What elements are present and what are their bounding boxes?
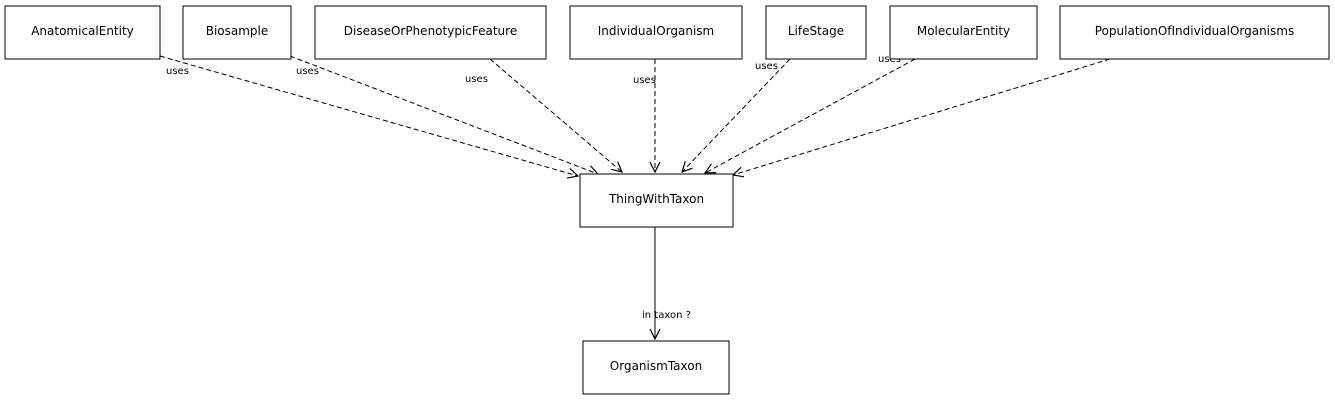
node-individual-organism[interactable]: IndividualOrganism [569,5,743,60]
edge-in-taxon: in taxon ? [642,227,691,339]
edge-uses-individual-organism: uses [633,59,656,172]
node-anatomical-entity[interactable]: AnatomicalEntity [4,5,161,60]
edge-label-in-taxon: in taxon ? [642,310,691,321]
node-label: OrganismTaxon [610,359,702,373]
edge-label-uses: uses [755,61,778,72]
edge-uses-anatomical-entity: uses [159,55,578,176]
edge-label-uses: uses [633,75,656,86]
node-label: Biosample [206,24,269,38]
edge-label-uses: uses [465,74,488,85]
node-label: MolecularEntity [917,24,1010,38]
node-label: PopulationOfIndividualOrganisms [1095,24,1294,38]
node-label: IndividualOrganism [598,24,714,38]
node-disease-or-phenotypic-feature[interactable]: DiseaseOrPhenotypicFeature [314,5,547,60]
edge-uses-disease-or-phenotypic-feature: uses [465,58,622,172]
node-label: ThingWithTaxon [608,192,704,206]
edge-label-uses: uses [878,54,901,65]
node-label: DiseaseOrPhenotypicFeature [344,24,517,38]
node-label: AnatomicalEntity [31,24,134,38]
node-population-of-individual-organisms[interactable]: PopulationOfIndividualOrganisms [1059,5,1330,60]
node-thing-with-taxon[interactable]: ThingWithTaxon [579,173,734,228]
edge-uses-molecular-entity: uses [705,54,916,173]
node-life-stage[interactable]: LifeStage [765,5,867,60]
node-molecular-entity[interactable]: MolecularEntity [889,5,1038,60]
edge-uses-biosample: uses [289,55,598,174]
node-organism-taxon[interactable]: OrganismTaxon [582,340,730,395]
edge-uses-population-of-individual-organisms: uses [733,49,1111,175]
node-label: LifeStage [788,24,844,38]
edge-label-uses: uses [296,66,319,77]
edge-uses-life-stage: uses [682,58,791,172]
edge-label-uses: uses [166,66,189,77]
node-biosample[interactable]: Biosample [182,5,292,60]
